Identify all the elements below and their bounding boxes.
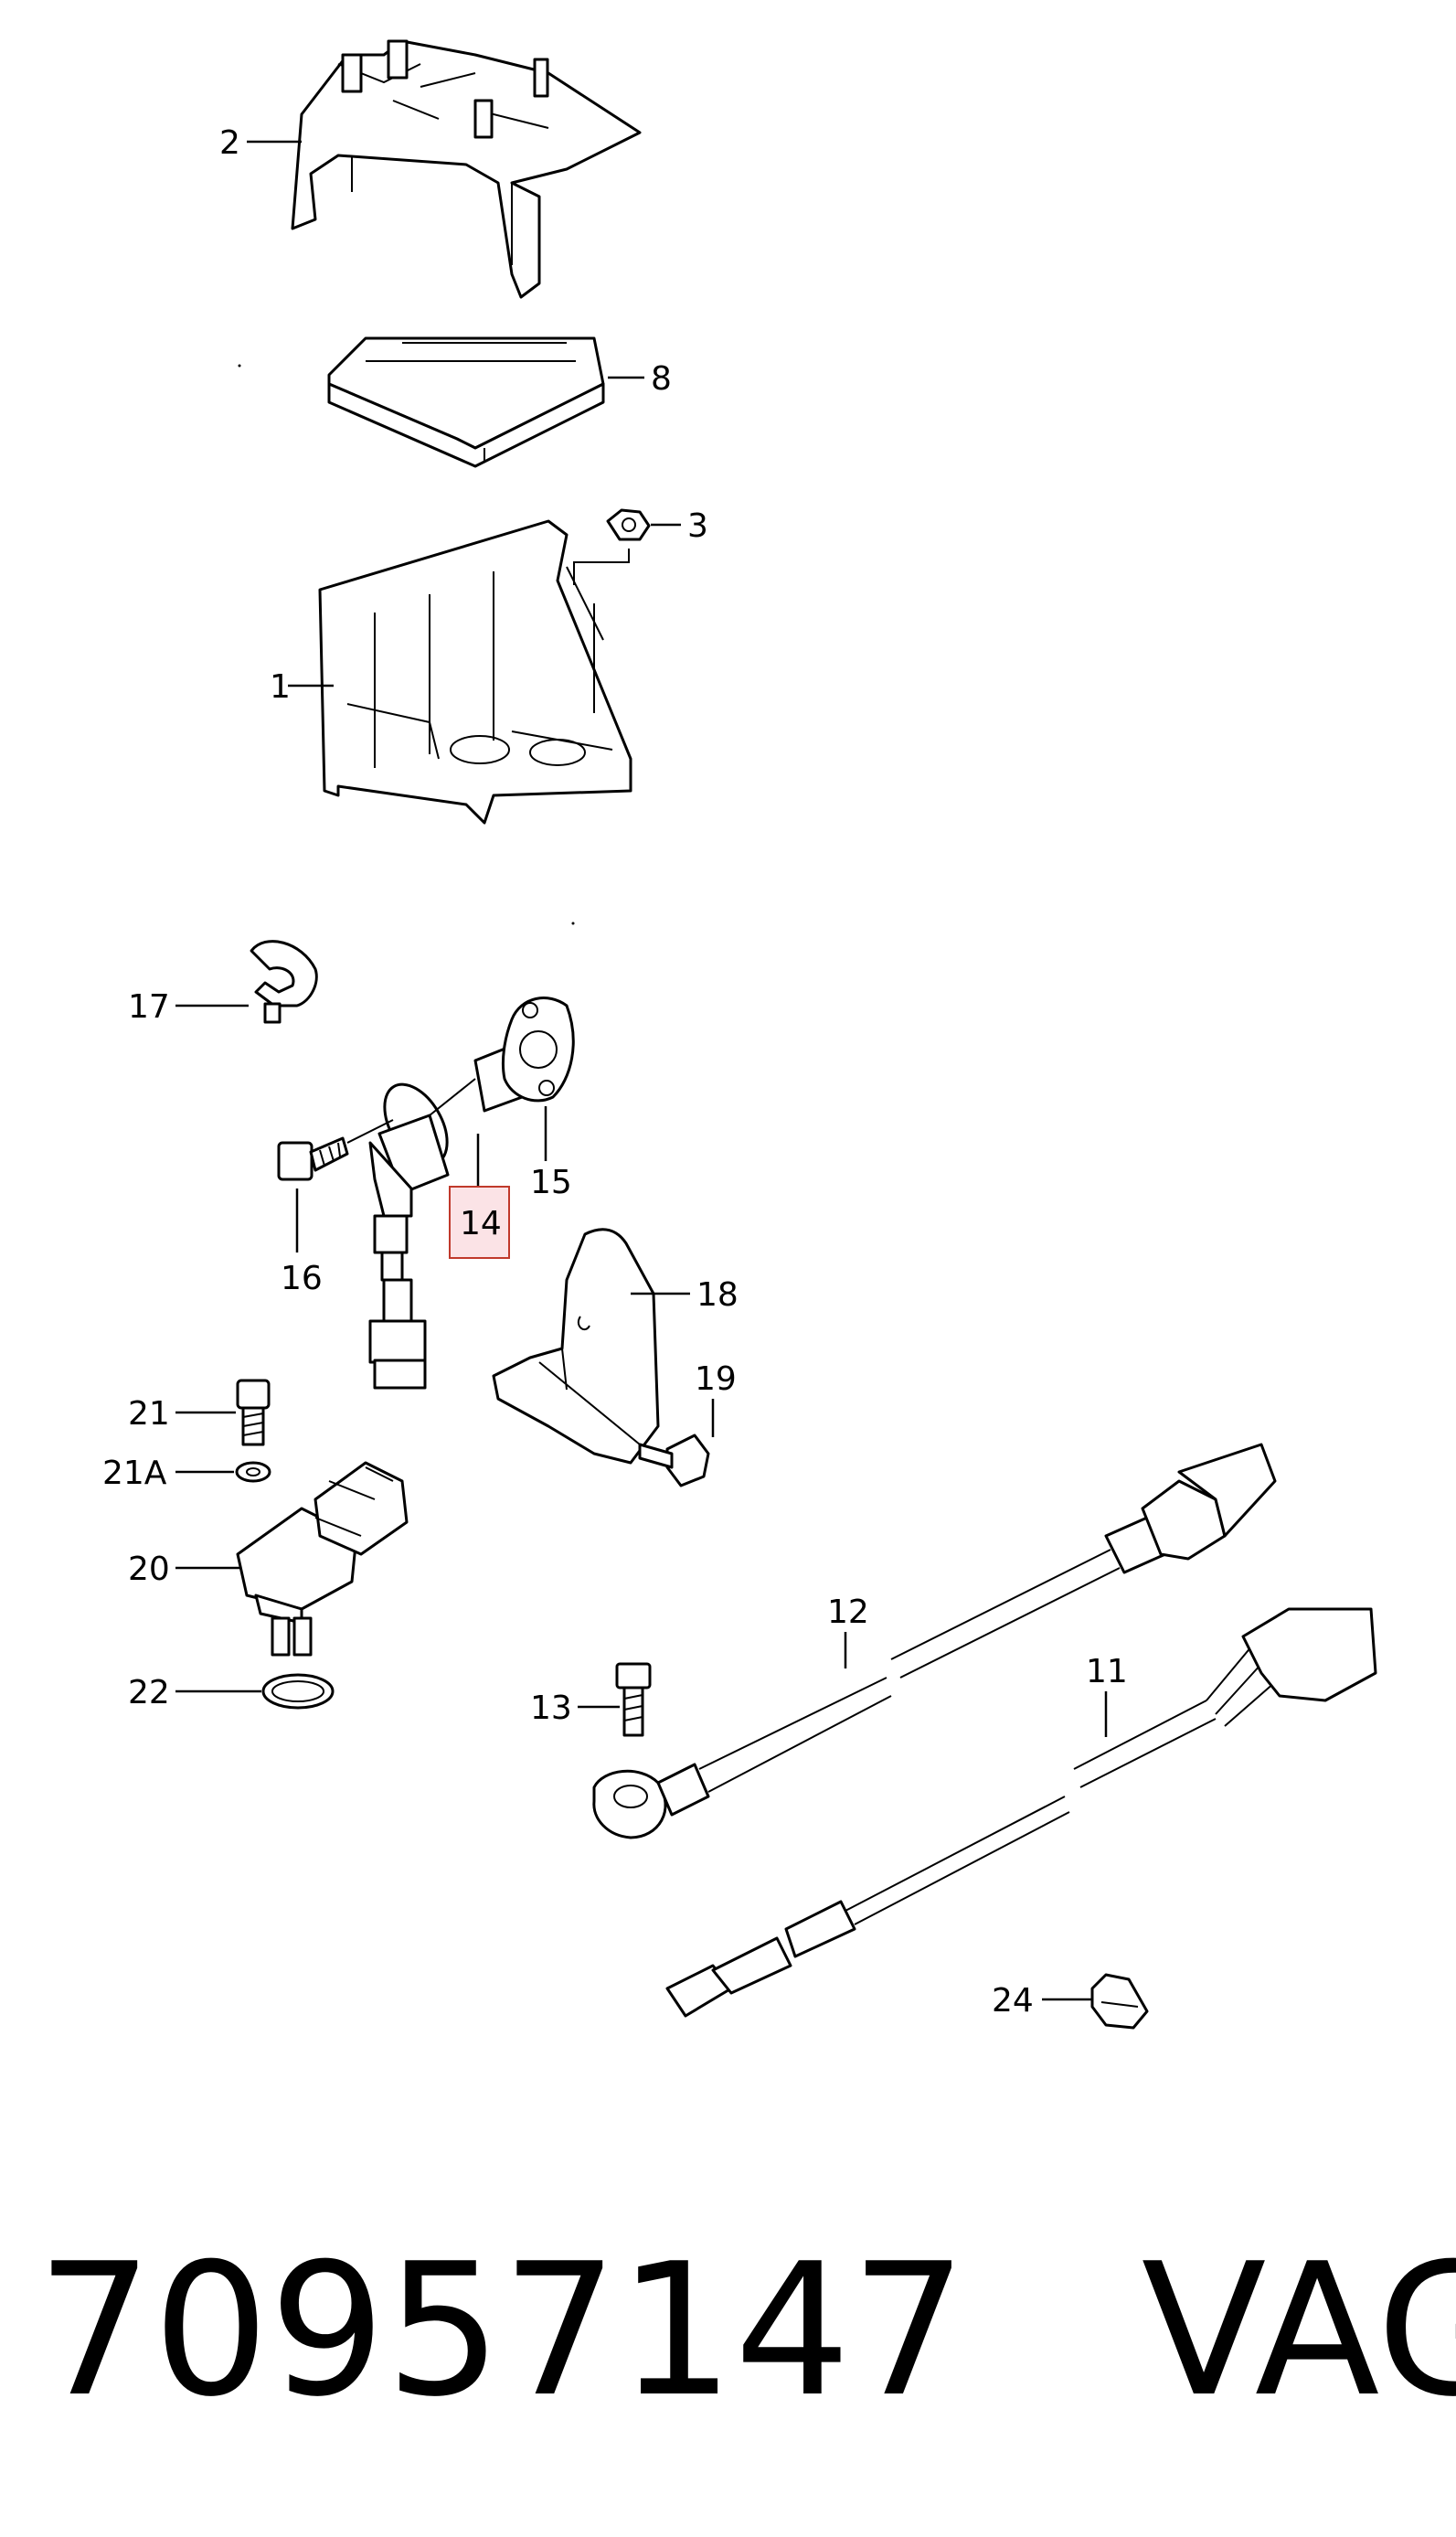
footer-spacer: [967, 2224, 1142, 2437]
brand-name: VAG: [1141, 2224, 1456, 2437]
callout-24: 24: [992, 1982, 1034, 2020]
part-21-screw[interactable]: [236, 1379, 271, 1446]
callout-11: 11: [1086, 1653, 1128, 1690]
callout-22: 22: [128, 1674, 170, 1711]
part-16-bolt[interactable]: [277, 1119, 394, 1181]
part-8-control-unit[interactable]: [327, 336, 605, 468]
speck: [238, 364, 241, 368]
callout-8: 8: [651, 360, 672, 398]
part-number-footer: 70957147 VAG: [37, 2212, 1456, 2450]
callout-14: 14: [460, 1205, 502, 1242]
callout-1: 1: [270, 668, 291, 706]
part-21a-washer[interactable]: [235, 1461, 271, 1483]
part-18-bracket[interactable]: [492, 1228, 660, 1465]
callout-18: 18: [696, 1276, 739, 1314]
part-2-bracket[interactable]: [291, 39, 642, 299]
callout-20: 20: [128, 1551, 170, 1588]
speck: [571, 922, 575, 925]
callout-14-highlight: [449, 1186, 510, 1259]
part-15-gasket[interactable]: [501, 997, 575, 1103]
part-19-bolt[interactable]: [638, 1434, 710, 1487]
part-24-clip[interactable]: [1090, 1973, 1149, 2030]
part-13-bolt[interactable]: [615, 1662, 652, 1737]
part-20-pressure-sensor[interactable]: [236, 1461, 409, 1657]
callout-12: 12: [827, 1594, 869, 1631]
part-1-tray[interactable]: [318, 519, 632, 825]
part-number: 70957147: [37, 2224, 967, 2437]
callout-21a: 21A: [102, 1455, 167, 1492]
callout-16: 16: [281, 1260, 323, 1297]
part-22-o-ring[interactable]: [261, 1673, 335, 1710]
callout-19: 19: [695, 1360, 737, 1398]
part-12-knock-sensor[interactable]: [592, 1443, 1277, 1839]
part-3-nut[interactable]: [606, 508, 651, 541]
part-11-lambda-sensor[interactable]: [665, 1607, 1377, 2018]
callout-2: 2: [219, 124, 240, 162]
callout-3: 3: [687, 507, 708, 545]
callout-17: 17: [128, 988, 170, 1026]
callout-15: 15: [530, 1164, 572, 1201]
part-17-clip[interactable]: [250, 940, 318, 1024]
callout-21: 21: [128, 1395, 170, 1433]
callout-13: 13: [530, 1690, 572, 1727]
